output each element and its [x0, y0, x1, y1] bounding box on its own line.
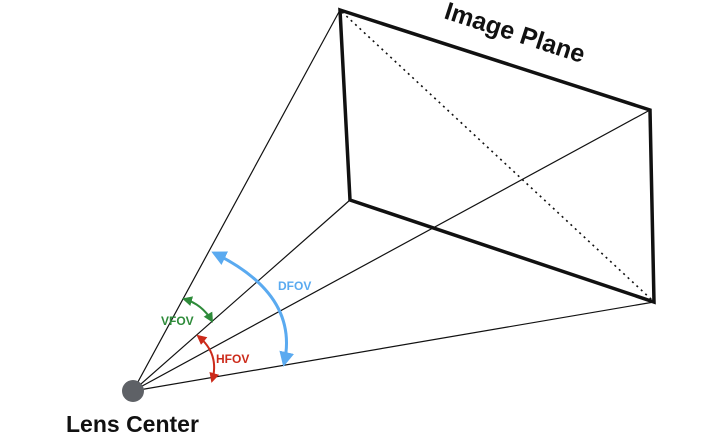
image-plane-diagonal: [341, 11, 653, 301]
ray-top-left: [132, 9, 341, 392]
dfov-arc: [211, 251, 295, 367]
lens-center-dot: [122, 380, 144, 402]
lens-center-label: Lens Center: [66, 411, 199, 437]
image-plane-label: Image Plane: [441, 0, 589, 69]
ray-right-middle: [132, 109, 651, 392]
hfov-label: HFOV: [216, 352, 249, 366]
vfov-label: VFOV: [161, 314, 194, 328]
dfov-label: DFOV: [278, 279, 311, 293]
hfov-arc: [196, 334, 220, 383]
image-plane-rectangle: [338, 7, 656, 305]
vfov-arc: [182, 296, 214, 323]
ray-bottom-right: [132, 301, 655, 392]
